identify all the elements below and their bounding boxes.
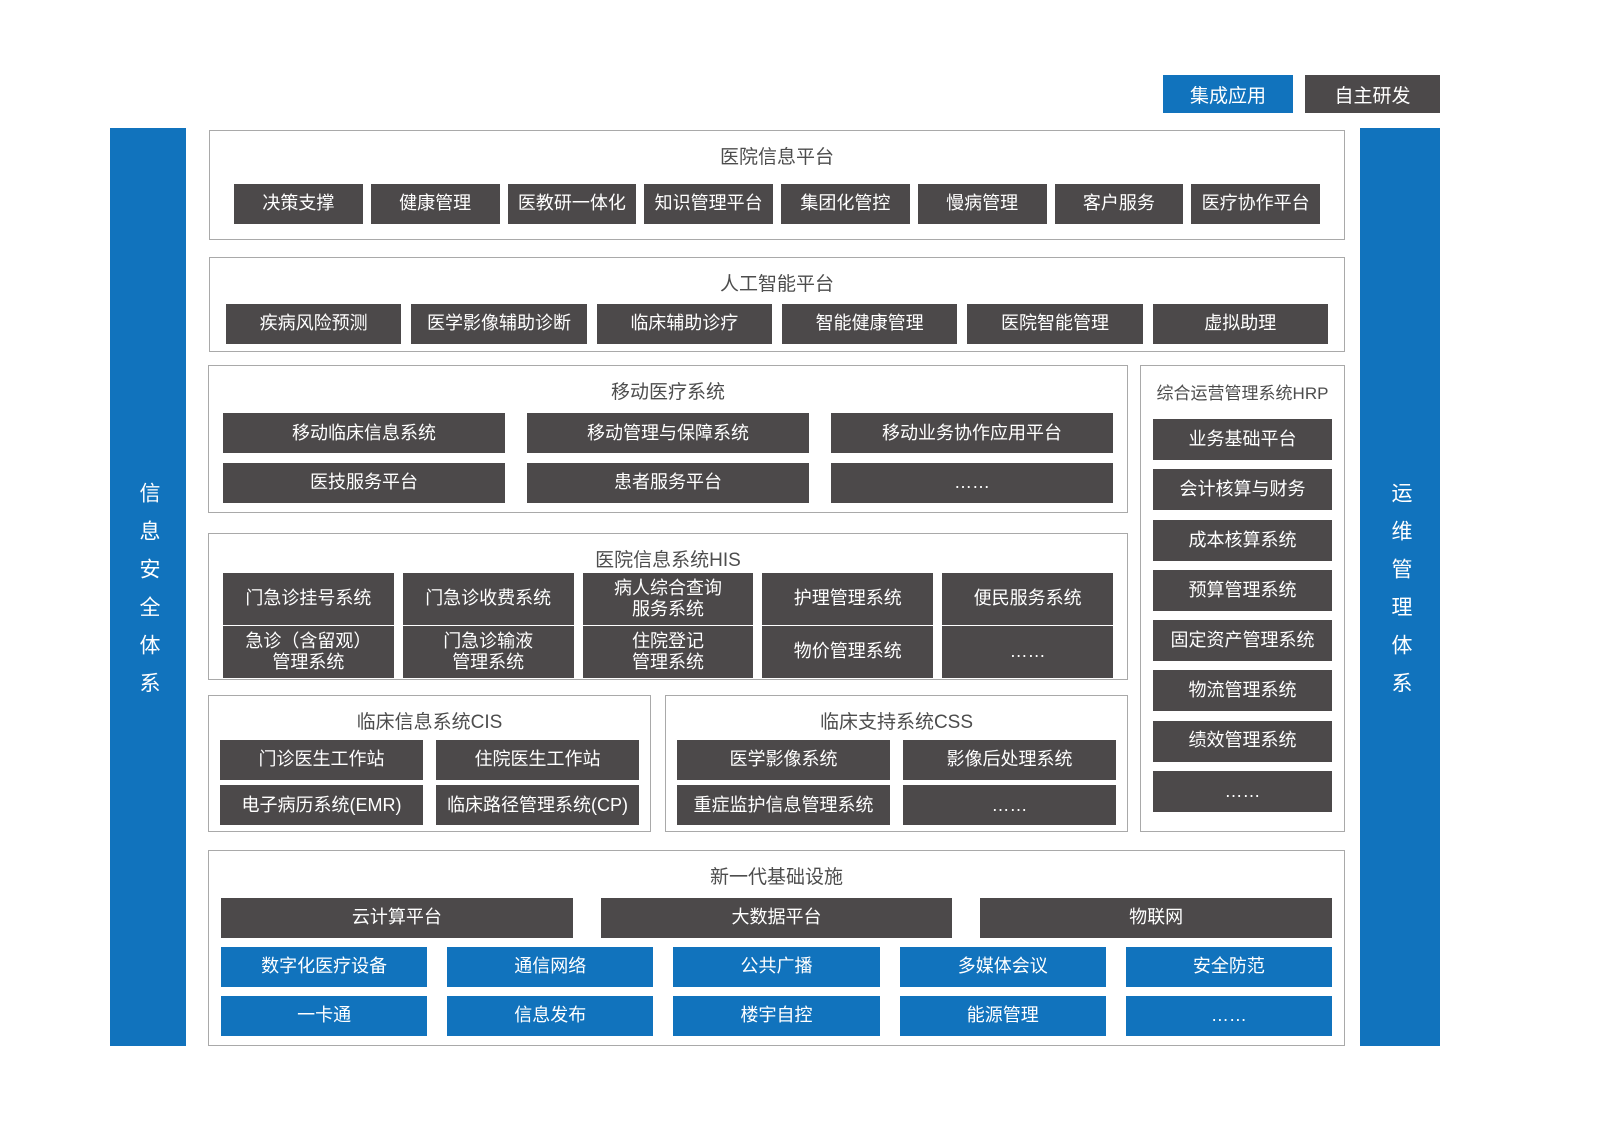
module-box: 一卡通 — [221, 996, 428, 1036]
module-row: 医学影像系统 影像后处理系统 — [666, 739, 1127, 780]
section-title: 移动医疗系统 — [610, 382, 725, 403]
module-box: 会计核算与财务 — [1153, 469, 1332, 511]
module-box: 临床辅助诊疗 — [596, 303, 772, 344]
module-box: …… — [831, 462, 1113, 503]
section-mobile-medical: 移动医疗系统 移动临床信息系统 移动管理与保障系统 移动业务协作应用平台 医技服… — [208, 365, 1128, 513]
module-box: 决策支撑 — [234, 184, 363, 224]
module-row: 急诊（含留观） 管理系统 门急诊输液 管理系统 住院登记 管理系统 物价管理系统… — [209, 626, 1127, 678]
module-box: 医技服务平台 — [223, 462, 505, 503]
module-box: 通信网络 — [447, 947, 654, 987]
module-box: 医学影像系统 — [677, 739, 890, 780]
module-row: 医技服务平台 患者服务平台 …… — [209, 462, 1127, 503]
module-box: 智能健康管理 — [781, 303, 958, 344]
module-box: 医教研一体化 — [507, 184, 637, 224]
section-infrastructure: 新一代基础设施 云计算平台 大数据平台 物联网 数字化医疗设备 通信网络 公共广… — [208, 850, 1345, 1046]
section-title: 新一代基础设施 — [709, 867, 843, 888]
section-hrp: 综合运营管理系统HRP 业务基础平台 会计核算与财务 成本核算系统 预算管理系统… — [1140, 365, 1345, 832]
module-box: …… — [903, 785, 1116, 826]
module-box: 住院医生工作站 — [436, 739, 639, 780]
module-box: 集团化管控 — [781, 184, 910, 224]
module-box: 数字化医疗设备 — [221, 947, 428, 987]
section-title: 人工智能平台 — [719, 274, 834, 295]
module-row: 疾病风险预测 医学影像辅助诊断 临床辅助诊疗 智能健康管理 医院智能管理 虚拟助… — [210, 303, 1344, 344]
module-box: 绩效管理系统 — [1153, 720, 1332, 762]
left-pillar-info-security: 信息安全体系 — [110, 128, 186, 1046]
module-box: 医疗协作平台 — [1191, 184, 1320, 224]
module-box: 急诊（含留观） 管理系统 — [223, 626, 394, 678]
module-box: 客户服务 — [1054, 184, 1184, 224]
module-box: 移动临床信息系统 — [223, 413, 505, 454]
module-row: 数字化医疗设备 通信网络 公共广播 多媒体会议 安全防范 — [209, 947, 1344, 987]
module-box: 多媒体会议 — [899, 947, 1106, 987]
module-box: 便民服务系统 — [942, 573, 1113, 625]
module-box: 健康管理 — [370, 184, 500, 224]
module-box: 移动业务协作应用平台 — [831, 413, 1113, 454]
module-box: 疾病风险预测 — [226, 303, 402, 344]
module-box: 病人综合查询 服务系统 — [582, 573, 754, 625]
module-box: 患者服务平台 — [527, 462, 809, 503]
right-pillar-label: 运维管理体系 — [1389, 481, 1412, 710]
module-box: 安全防范 — [1125, 947, 1333, 987]
module-box: 门诊医生工作站 — [220, 739, 423, 780]
module-box: …… — [942, 626, 1113, 678]
module-box: …… — [1153, 770, 1332, 812]
section-his: 医院信息系统HIS 门急诊挂号系统 门急诊收费系统 病人综合查询 服务系统 护理… — [208, 533, 1128, 680]
module-box: 门急诊收费系统 — [402, 573, 574, 625]
module-row: 移动临床信息系统 移动管理与保障系统 移动业务协作应用平台 — [209, 413, 1127, 454]
module-box: 知识管理平台 — [644, 184, 773, 224]
right-pillar-ops-management: 运维管理体系 — [1360, 128, 1440, 1046]
module-box: 成本核算系统 — [1153, 519, 1332, 561]
module-row: 重症监护信息管理系统 …… — [666, 785, 1127, 826]
section-css: 临床支持系统CSS 医学影像系统 影像后处理系统 重症监护信息管理系统 …… — [665, 695, 1128, 832]
section-ai-platform: 人工智能平台 疾病风险预测 医学影像辅助诊断 临床辅助诊疗 智能健康管理 医院智… — [209, 257, 1345, 352]
module-row: 门急诊挂号系统 门急诊收费系统 病人综合查询 服务系统 护理管理系统 便民服务系… — [209, 573, 1127, 625]
module-box: 临床路径管理系统(CP) — [436, 785, 639, 826]
module-box: 楼宇自控 — [673, 996, 880, 1036]
module-box: 门急诊挂号系统 — [223, 573, 394, 625]
module-box: 慢病管理 — [917, 184, 1047, 224]
legend-integrated-app: 集成应用 — [1163, 75, 1293, 113]
module-box: 能源管理 — [899, 996, 1106, 1036]
section-title: 临床支持系统CSS — [819, 712, 974, 733]
module-box: 公共广播 — [673, 947, 880, 987]
section-hospital-info-platform: 医院信息平台 决策支撑 健康管理 医教研一体化 知识管理平台 集团化管控 慢病管… — [209, 130, 1345, 240]
module-box: 电子病历系统(EMR) — [220, 785, 423, 826]
module-row: 决策支撑 健康管理 医教研一体化 知识管理平台 集团化管控 慢病管理 客户服务 … — [210, 184, 1344, 224]
module-box: 医学影像辅助诊断 — [411, 303, 587, 344]
module-box: 影像后处理系统 — [903, 739, 1116, 780]
module-box: 虚拟助理 — [1152, 303, 1328, 344]
section-cis: 临床信息系统CIS 门诊医生工作站 住院医生工作站 电子病历系统(EMR) 临床… — [208, 695, 651, 832]
module-row: 云计算平台 大数据平台 物联网 — [209, 898, 1344, 938]
module-box: 护理管理系统 — [762, 573, 934, 625]
module-box: 医院智能管理 — [967, 303, 1143, 344]
module-box: 固定资产管理系统 — [1153, 620, 1332, 662]
module-row: 一卡通 信息发布 楼宇自控 能源管理 …… — [209, 996, 1344, 1036]
legend-self-developed: 自主研发 — [1305, 75, 1440, 113]
module-box: 移动管理与保障系统 — [527, 413, 809, 454]
module-box: 物流管理系统 — [1153, 670, 1332, 712]
module-box: 信息发布 — [447, 996, 654, 1036]
module-box: 物价管理系统 — [762, 626, 934, 678]
module-box: 业务基础平台 — [1153, 419, 1332, 461]
module-box: 门急诊输液 管理系统 — [402, 626, 574, 678]
module-box: …… — [1125, 996, 1333, 1036]
module-row: 门诊医生工作站 住院医生工作站 — [209, 739, 650, 780]
left-pillar-label: 信息安全体系 — [137, 481, 160, 710]
module-row: 电子病历系统(EMR) 临床路径管理系统(CP) — [209, 785, 650, 826]
module-box: 重症监护信息管理系统 — [677, 785, 890, 826]
section-title: 医院信息系统HIS — [595, 550, 741, 571]
section-title: 综合运营管理系统HRP — [1156, 384, 1329, 403]
module-box: 住院登记 管理系统 — [582, 626, 754, 678]
section-title: 医院信息平台 — [719, 147, 834, 168]
module-box: 物联网 — [980, 898, 1333, 938]
module-box: 预算管理系统 — [1153, 569, 1332, 611]
module-box: 云计算平台 — [221, 898, 573, 938]
section-title: 临床信息系统CIS — [356, 712, 503, 733]
module-box: 大数据平台 — [600, 898, 953, 938]
